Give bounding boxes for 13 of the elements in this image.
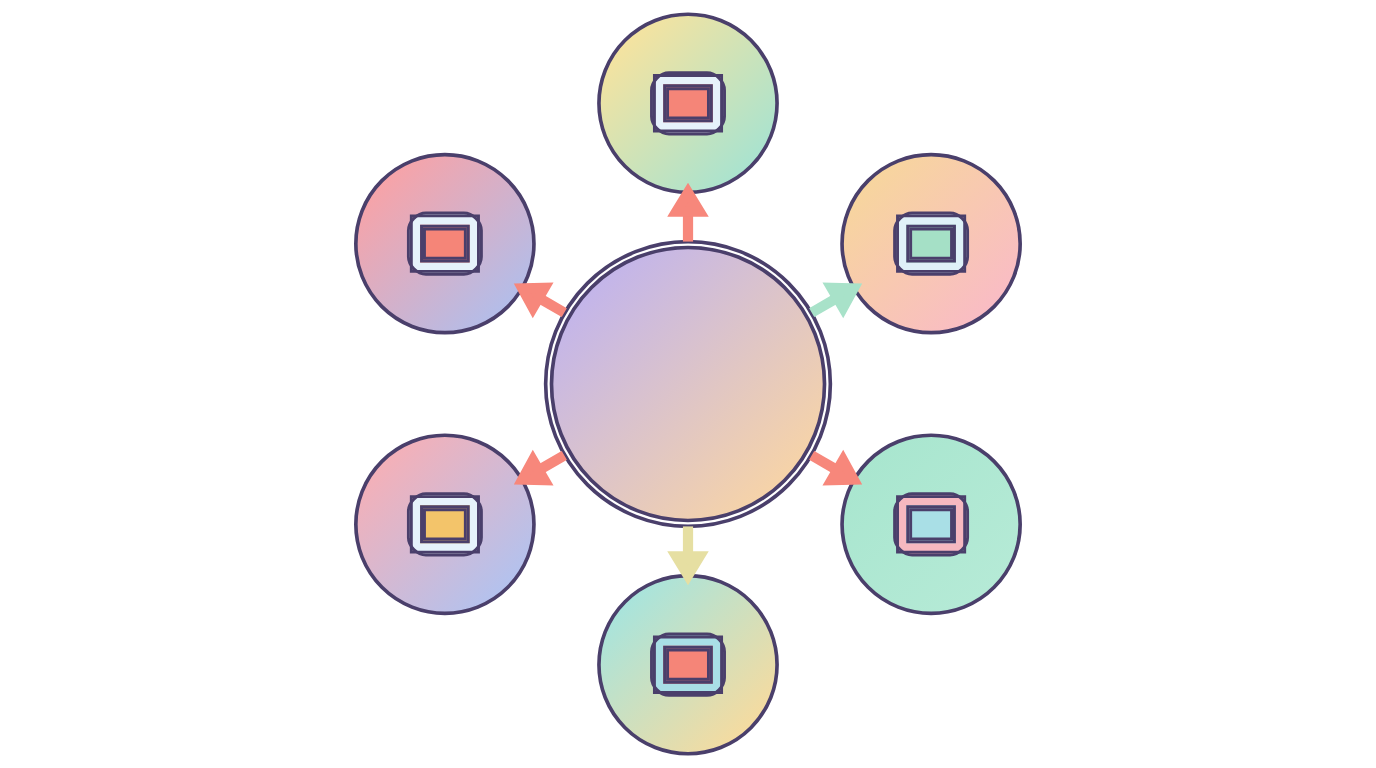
arrow xyxy=(667,182,709,242)
arrow xyxy=(667,526,709,586)
node-picture xyxy=(597,573,779,756)
node-picture xyxy=(840,152,1022,335)
node-picture xyxy=(597,12,779,195)
arrow xyxy=(513,282,567,319)
node-picture xyxy=(840,433,1022,616)
arrow xyxy=(809,449,863,486)
node-circle xyxy=(543,239,833,529)
node-picture xyxy=(354,433,536,616)
node-picture xyxy=(354,152,536,335)
arrow xyxy=(513,449,567,486)
arrow xyxy=(809,282,863,319)
